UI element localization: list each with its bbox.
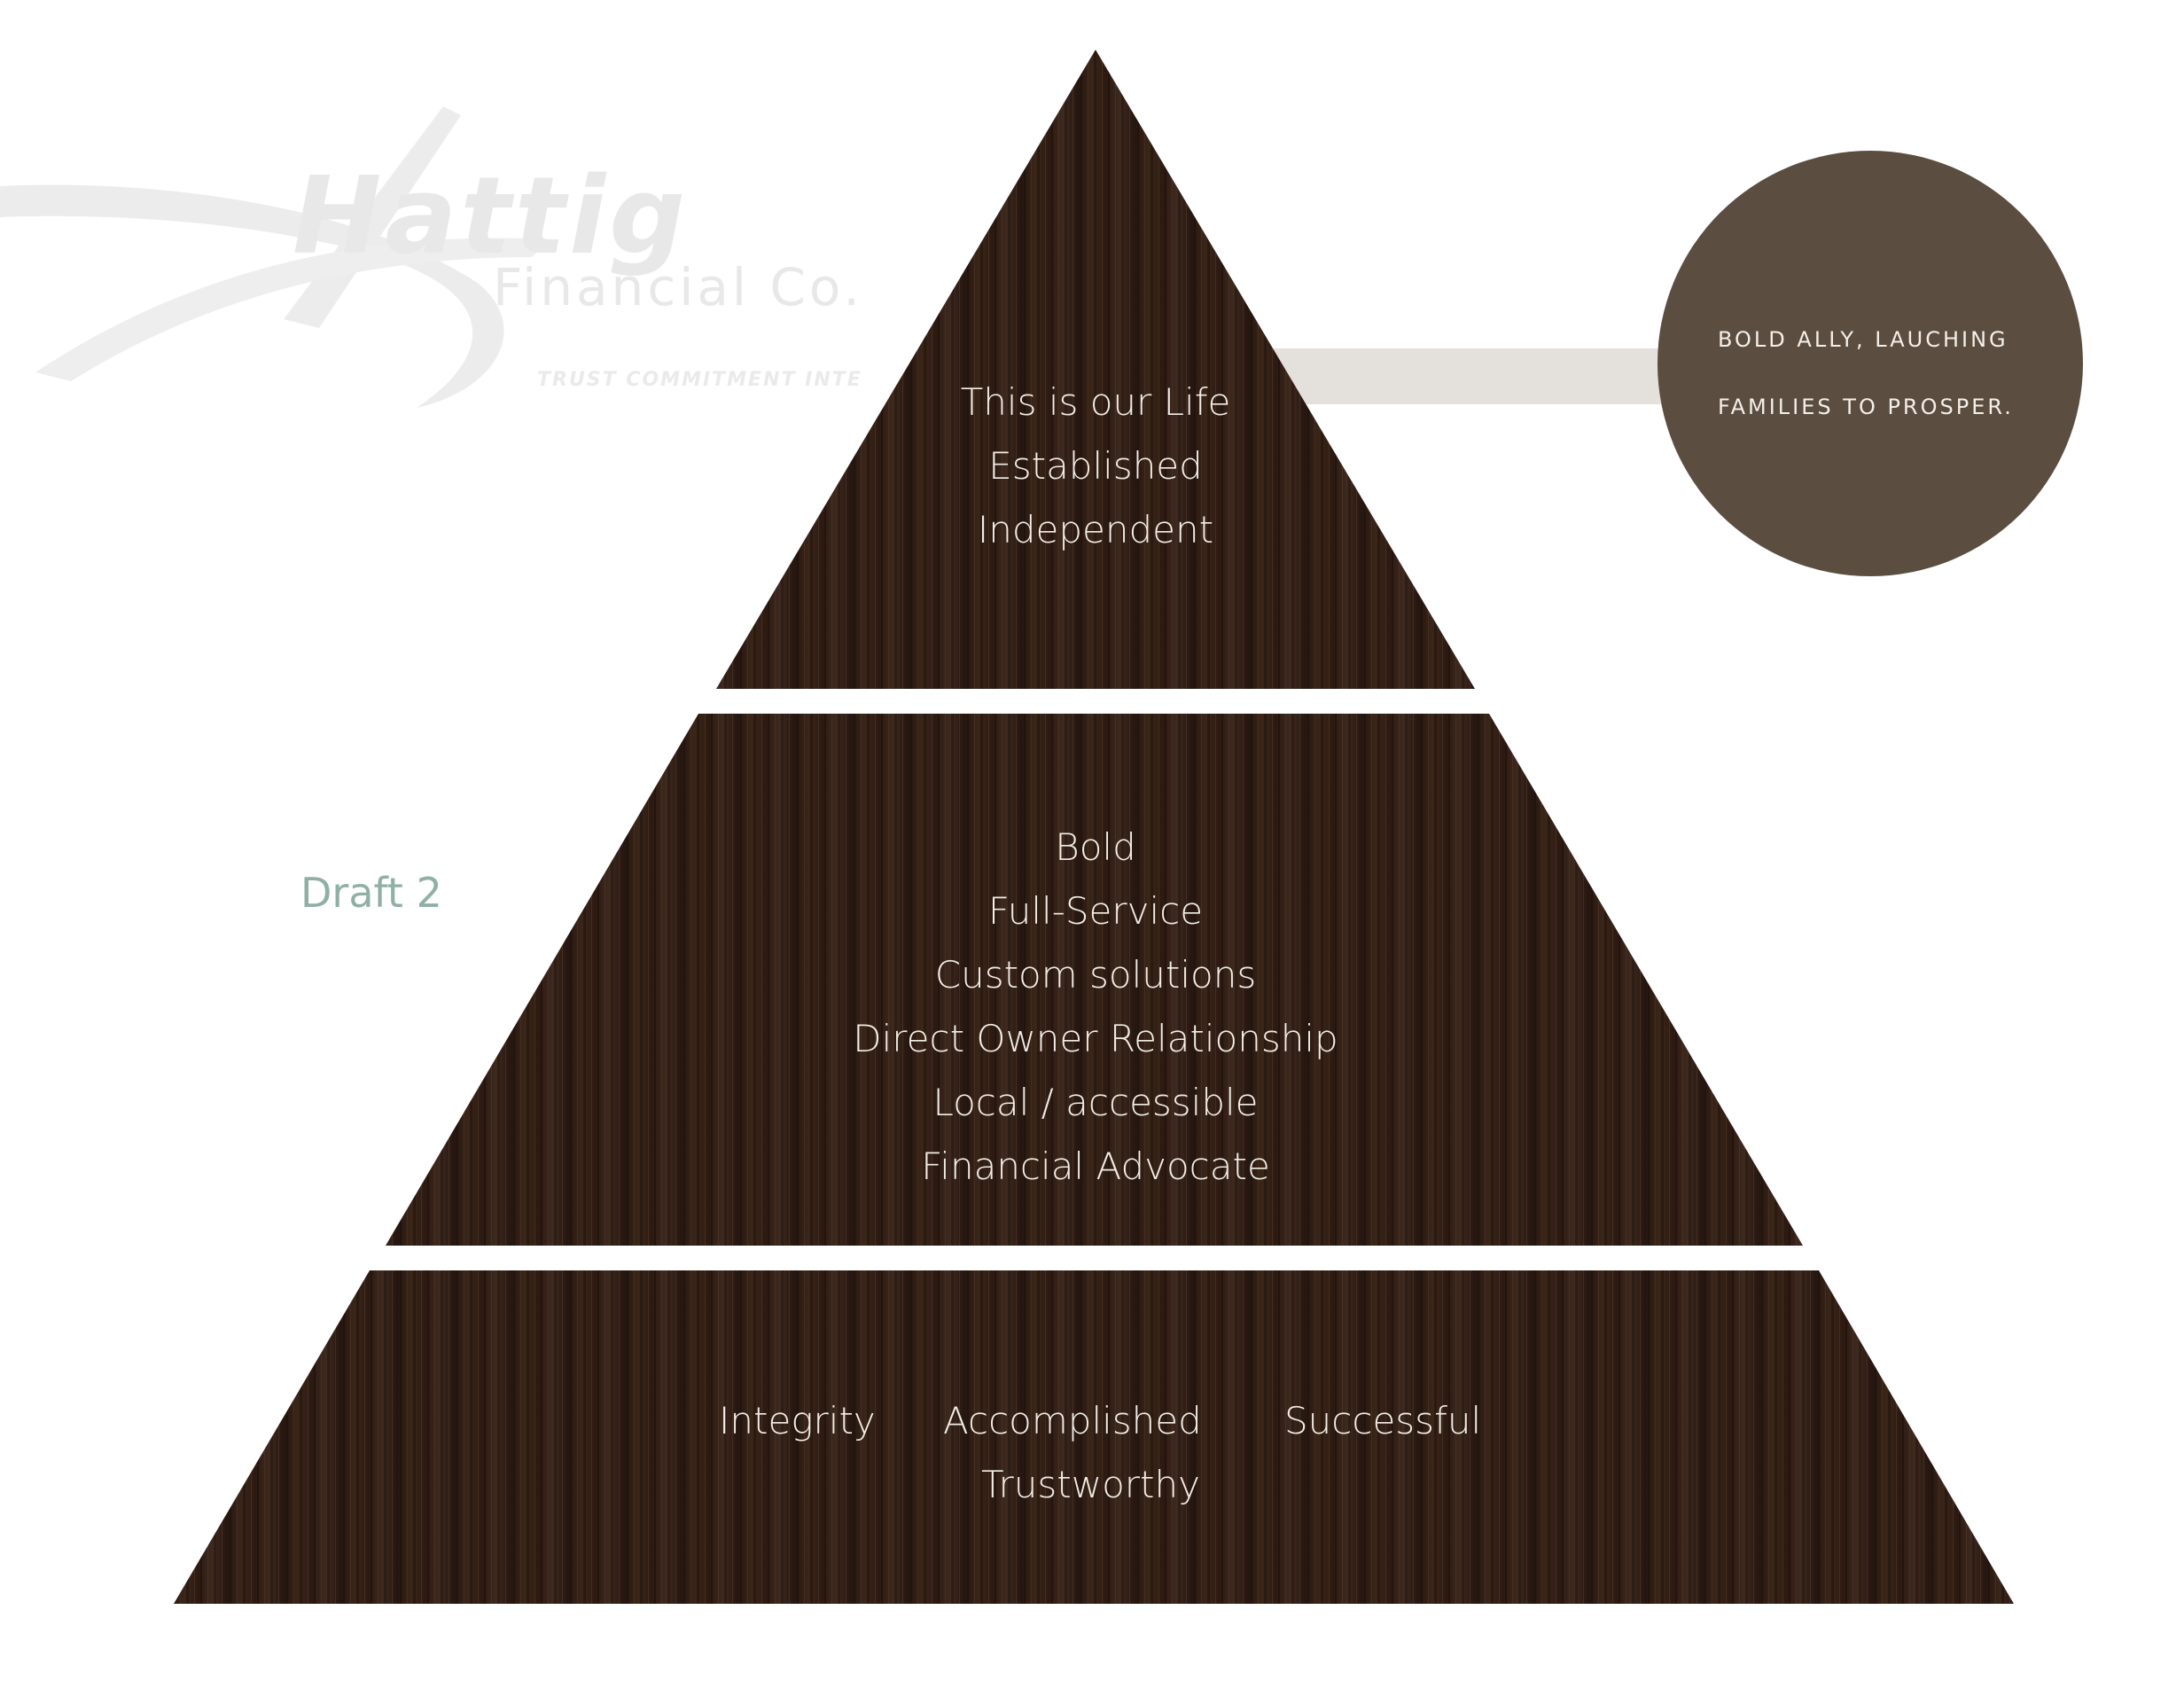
watermark-brand: Hattig (292, 155, 690, 278)
callout-line-1: BOLD ALLY, LAUCHING (1718, 327, 2008, 352)
pyramid-tier-middle (386, 714, 1803, 1246)
tier-middle-line-6: Financial Advocate (921, 1145, 1270, 1188)
tier-top-text: This is our Life Established Independent (918, 371, 1273, 562)
tier-middle-line-4: Direct Owner Relationship (853, 1017, 1338, 1060)
tier-middle-line-5: Local / accessible (932, 1081, 1259, 1124)
callout-text: BOLD ALLY, LAUCHING FAMILIES TO PROSPER. (1718, 306, 2037, 441)
watermark-tagline: TRUST COMMITMENT INTE (537, 369, 862, 391)
tier-base-integrity: Integrity (719, 1399, 876, 1442)
tier-base-trustworthy: Trustworthy (981, 1463, 1200, 1506)
pyramid-tier-top (716, 50, 1475, 689)
draft-label: Draft 2 (300, 869, 442, 917)
tier-middle-text: Bold Full-Service Custom solutions Direc… (785, 816, 1406, 1199)
tier-middle-line-1: Bold (1055, 825, 1136, 869)
tier-middle-line-3: Custom solutions (934, 953, 1257, 996)
tier-top-line-1: This is our Life (960, 380, 1231, 424)
tier-top-line-2: Established (988, 444, 1203, 488)
tier-top-line-3: Independent (977, 508, 1214, 551)
watermark-logo (0, 106, 550, 408)
callout-connector (1259, 348, 1675, 404)
tier-base-successful: Successful (1284, 1399, 1482, 1442)
tier-base-accomplished: Accomplished (943, 1399, 1202, 1442)
tier-middle-line-2: Full-Service (987, 889, 1204, 933)
callout-line-2: FAMILIES TO PROSPER. (1718, 395, 2014, 419)
watermark-subtitle: Financial Co. (493, 257, 863, 317)
callout-circle (1658, 151, 2083, 576)
pyramid-tier-base (174, 1270, 2014, 1604)
